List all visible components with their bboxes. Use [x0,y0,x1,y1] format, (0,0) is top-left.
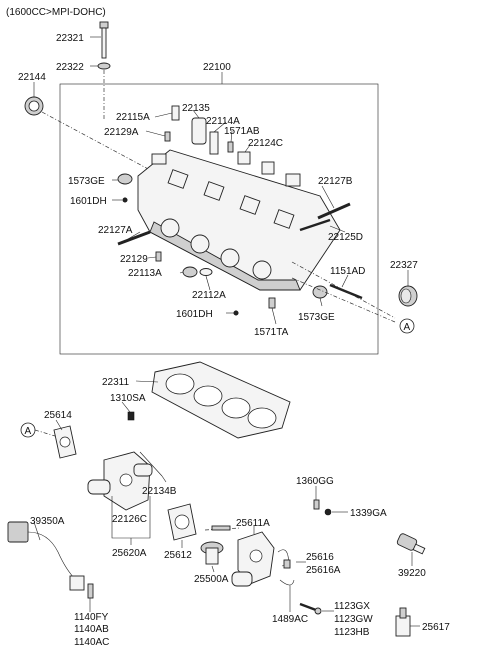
label-25616: 25616 [306,552,334,563]
label-25500A: 25500A [194,574,229,585]
label-22322: 22322 [56,62,84,73]
label-1339GA: 1339GA [350,508,387,519]
plug-22135[interactable] [191,117,207,145]
label-22114A: 22114A [206,116,240,127]
cylinder-head-group-frame [59,83,379,355]
bolt-22129A[interactable] [164,131,171,142]
label-1489AC: 1489AC [272,614,308,625]
cylinder-head-22100[interactable] [137,149,341,291]
label-22115A: 22115A [116,112,150,123]
bolt-1310SA[interactable] [127,411,135,421]
plug-22327[interactable] [398,285,418,307]
reference-marker-a-left: A [20,422,36,438]
temperature-sensor-39220[interactable] [396,533,426,555]
reference-marker-a-right: A [399,318,415,334]
nut-1339GA[interactable] [324,508,332,516]
head-gasket-22311[interactable] [151,361,291,439]
water-outlet-fitting-25620A[interactable] [87,451,153,511]
label-22113A: 22113A [128,268,162,279]
bolt-1571TA[interactable] [268,297,276,309]
label-22112A: 22112A [192,290,226,301]
label-1360GG: 1360GG [296,476,334,487]
stud-22127B[interactable] [317,202,351,220]
seal-22113A[interactable] [182,266,198,278]
knock-sensor-39350A[interactable] [7,521,85,591]
label-22134B: 22134B [142,486,177,497]
bolt-1123GX[interactable] [299,602,322,615]
label-22129A: 22129A [104,127,139,138]
label-39350A: 39350A [30,516,65,527]
label-25616A: 25616A [306,565,341,576]
plug-1601DH-top[interactable] [122,197,128,203]
stud-bolt-25611-side[interactable] [211,525,231,531]
stud-22127A[interactable] [117,230,151,246]
gasket-25612[interactable] [167,503,197,541]
label-22327: 22327 [390,260,418,271]
label-25617: 25617 [422,622,450,633]
thermostat-housing-25611A[interactable] [231,531,275,587]
cam-cap-front[interactable] [151,153,167,165]
svg-text:A: A [25,426,32,437]
bolt-1151AD[interactable] [329,283,363,300]
washer-22322[interactable] [97,62,111,70]
label-1601DH-bottom: 1601DH [176,309,213,320]
label-1140AB: 1140AB [74,624,109,635]
engine-spec-header: (1600CC>MPI-DOHC) [6,7,106,18]
label-1601DH-top: 1601DH [70,196,107,207]
label-1123GX: 1123GX [334,601,370,612]
seal-1573GE-bottom[interactable] [312,285,328,299]
clip-25616[interactable] [277,549,291,569]
bolt-1571AB[interactable] [227,141,234,153]
label-25612: 25612 [164,550,192,561]
label-1123HB: 1123HB [334,627,370,638]
label-22127A: 22127A [98,225,133,236]
label-22100: 22100 [203,62,231,73]
label-22124C: 22124C [248,138,283,149]
seal-22112A[interactable] [199,268,213,276]
stud-22125D[interactable] [299,218,331,232]
label-22127B: 22127B [318,176,353,187]
fitting-25617[interactable] [395,607,411,637]
label-1123GW: 1123GW [334,614,373,625]
label-1310SA: 1310SA [110,393,146,404]
tube-22114A[interactable] [209,131,219,155]
hose-clamp-1489AC[interactable] [279,579,295,586]
label-1140AC: 1140AC [74,637,109,648]
thermostat-25500A[interactable] [200,541,224,565]
seal-1573GE-top[interactable] [117,173,133,185]
cam-cap-22124C[interactable] [237,151,301,187]
label-39220: 39220 [398,568,426,579]
label-22125D: 22125D [328,232,363,243]
label-1571TA: 1571TA [254,327,289,338]
label-22311: 22311 [102,377,130,388]
label-1573GE-top: 1573GE [68,176,105,187]
label-25620A: 25620A [112,548,147,559]
label-22129: 22129 [120,254,148,265]
label-25611A: 25611A [236,518,270,529]
plug-1601DH-bottom[interactable] [233,310,239,316]
bolt-22129[interactable] [155,251,162,262]
bolt-1360GG[interactable] [313,499,320,510]
label-22126C: 22126C [112,514,147,525]
gasket-25614[interactable] [53,425,77,459]
label-1571AB: 1571AB [224,126,260,137]
label-22135: 22135 [182,103,210,114]
head-bolt-22321[interactable] [99,21,109,59]
label-1573GE-bottom: 1573GE [298,312,335,323]
oil-seal-22144[interactable] [24,96,44,116]
dowel-22115A[interactable] [171,105,180,121]
label-1151AD: 1151AD [330,266,365,277]
label-22321: 22321 [56,33,84,44]
svg-text:A: A [404,322,411,333]
bolt-1140FY[interactable] [87,583,94,599]
label-1140FY: 1140FY [74,612,109,623]
label-25614: 25614 [44,410,72,421]
label-22144: 22144 [18,72,46,83]
